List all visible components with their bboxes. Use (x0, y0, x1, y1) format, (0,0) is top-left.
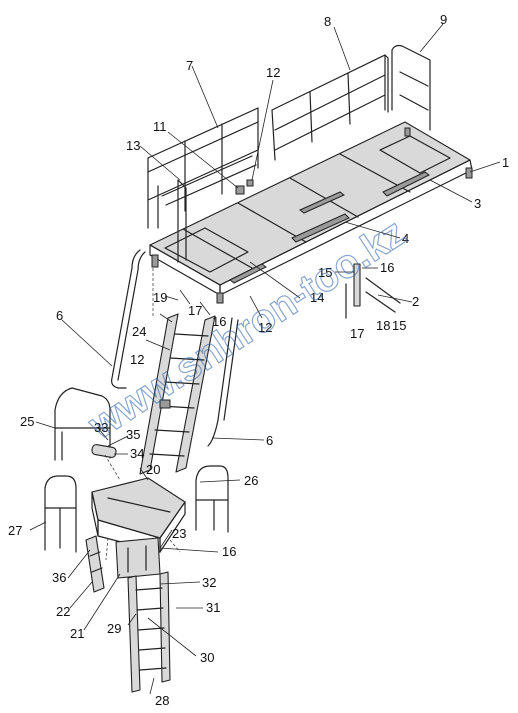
callout-36: 36 (52, 570, 66, 585)
callout-28: 28 (155, 693, 169, 708)
railing-25 (54, 387, 111, 461)
callout-2: 2 (412, 294, 419, 309)
pipe-35 (91, 444, 117, 458)
callout-24: 24 (132, 324, 146, 339)
callout-18: 18 (376, 318, 390, 333)
callout-9: 9 (440, 12, 447, 27)
callout-22: 22 (56, 604, 70, 619)
callout-12c: 12 (130, 352, 144, 367)
handrail-6-right (207, 317, 239, 447)
callout-7: 7 (186, 58, 193, 73)
callout-25: 25 (20, 414, 34, 429)
callout-12b: 12 (258, 320, 272, 335)
railing-26 (195, 465, 229, 533)
callout-30: 30 (200, 650, 214, 665)
loose-pins (345, 263, 401, 319)
railing-7 (147, 107, 259, 229)
callout-1: 1 (502, 155, 509, 170)
callout-13: 13 (126, 138, 140, 153)
callout-31: 31 (206, 600, 220, 615)
callout-19: 19 (153, 290, 167, 305)
railing-27 (44, 475, 77, 553)
callout-21: 21 (70, 626, 84, 641)
callout-29: 29 (107, 621, 121, 636)
callout-3: 3 (474, 196, 481, 211)
callout-26: 26 (244, 473, 258, 488)
callout-4: 4 (402, 231, 409, 246)
callout-6a: 6 (56, 308, 63, 323)
callout-14: 14 (310, 290, 324, 305)
frame-21 (115, 537, 161, 579)
callout-6b: 6 (266, 433, 273, 448)
railing-9 (391, 44, 431, 131)
callout-20: 20 (146, 462, 160, 477)
callout-16a: 16 (380, 260, 394, 275)
bracket-22 (85, 535, 105, 593)
callout-15a: 15 (318, 265, 332, 280)
leader-lines (29, 23, 501, 695)
callout-35: 35 (126, 427, 140, 442)
callout-8: 8 (324, 14, 331, 29)
lower-ladder-28 (127, 571, 171, 693)
front-rail (161, 155, 257, 263)
callout-17b: 17 (350, 326, 364, 341)
callout-17a: 17 (188, 303, 202, 318)
callout-12a: 12 (266, 65, 280, 80)
assembly-dashed-lines (104, 268, 181, 561)
callout-27: 27 (8, 523, 22, 538)
handrail-6-left (111, 249, 146, 389)
callout-16b: 16 (212, 314, 226, 329)
callout-labels: 1 2 3 4 6 6 7 8 9 11 12 12 12 13 14 15 1… (8, 12, 509, 708)
ladder (139, 313, 216, 475)
callout-16c: 16 (222, 544, 236, 559)
callout-32: 32 (202, 575, 216, 590)
callout-23: 23 (172, 526, 186, 541)
callout-34: 34 (130, 446, 144, 461)
railing-8 (271, 54, 389, 161)
callout-15b: 15 (392, 318, 406, 333)
callout-11: 11 (153, 119, 167, 134)
callout-33: 33 (94, 420, 108, 435)
main-platform (149, 121, 473, 304)
